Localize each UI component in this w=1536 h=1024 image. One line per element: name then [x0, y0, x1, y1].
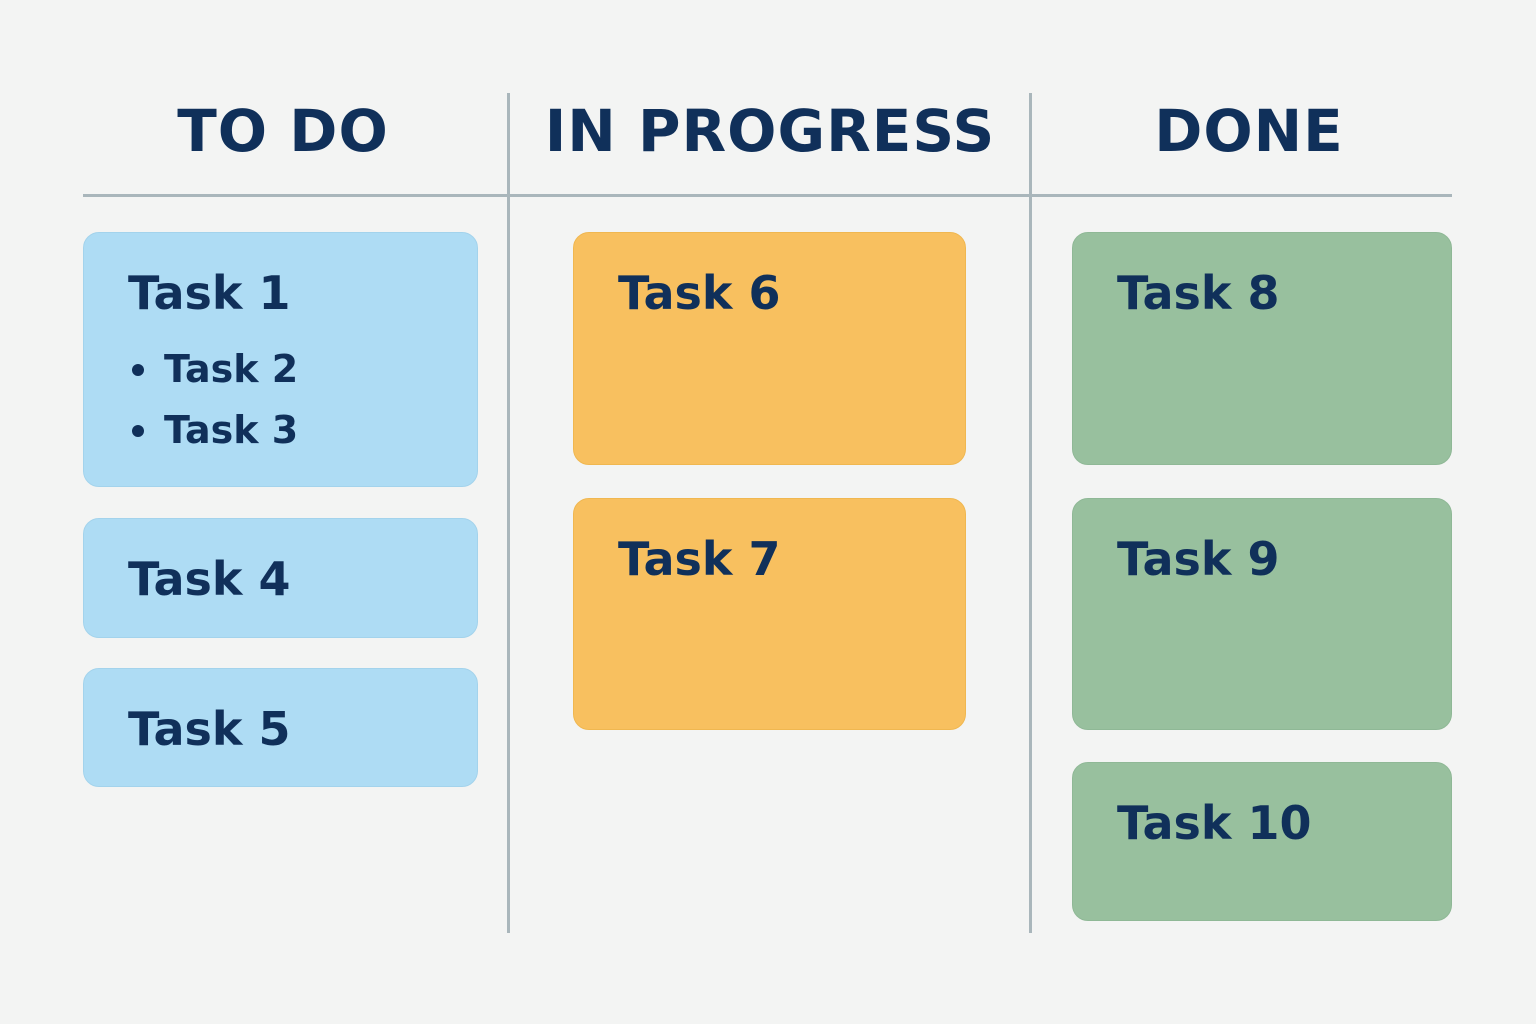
- subtask-item[interactable]: Task 2: [128, 339, 477, 400]
- subtask-list: Task 2 Task 3: [128, 339, 477, 461]
- bullet-icon: [132, 364, 144, 376]
- column-title-todo: TO DO: [177, 97, 389, 165]
- column-divider-2: [1029, 93, 1032, 933]
- task-card-1[interactable]: Task 1 Task 2 Task 3: [83, 232, 478, 487]
- header-divider: [83, 194, 1452, 197]
- task-card-5[interactable]: Task 5: [83, 668, 478, 787]
- card-title: Task 7: [618, 532, 781, 586]
- subtask-label: Task 2: [164, 347, 299, 391]
- task-card-4[interactable]: Task 4: [83, 518, 478, 638]
- card-title: Task 8: [1117, 266, 1280, 320]
- card-title: Task 10: [1117, 796, 1312, 850]
- column-divider-1: [507, 93, 510, 933]
- card-title: Task 1: [128, 266, 291, 320]
- card-title: Task 9: [1117, 532, 1280, 586]
- card-title: Task 6: [618, 266, 781, 320]
- task-card-6[interactable]: Task 6: [573, 232, 966, 465]
- task-card-9[interactable]: Task 9: [1072, 498, 1452, 730]
- subtask-label: Task 3: [164, 408, 299, 452]
- task-card-8[interactable]: Task 8: [1072, 232, 1452, 465]
- task-card-10[interactable]: Task 10: [1072, 762, 1452, 921]
- bullet-icon: [132, 425, 144, 437]
- card-title: Task 4: [128, 552, 291, 606]
- card-title: Task 5: [128, 702, 291, 756]
- subtask-item[interactable]: Task 3: [128, 400, 477, 461]
- column-title-done: DONE: [1154, 97, 1344, 165]
- column-title-in-progress: IN PROGRESS: [544, 97, 996, 165]
- task-card-7[interactable]: Task 7: [573, 498, 966, 730]
